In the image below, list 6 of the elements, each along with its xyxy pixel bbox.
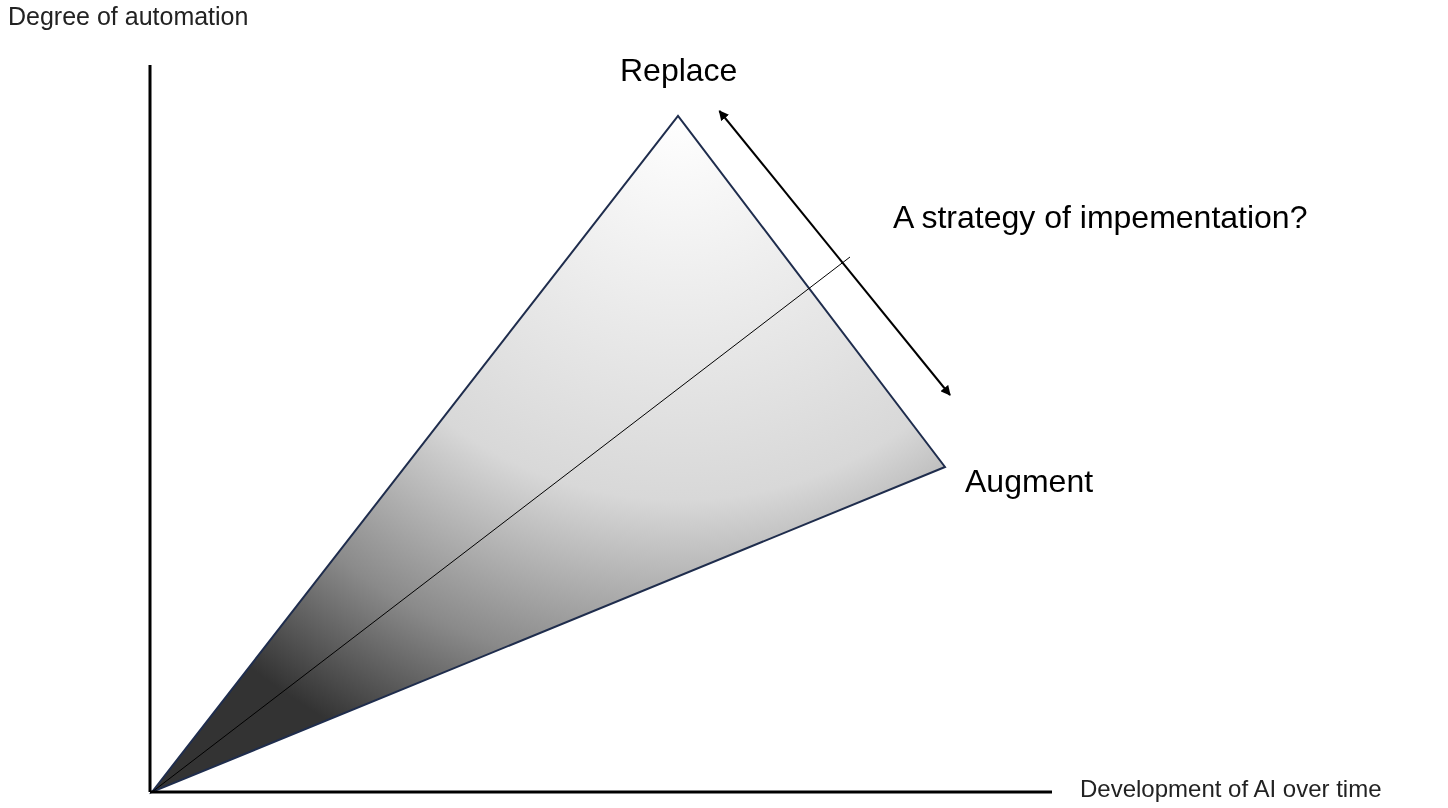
annotation-text: A strategy of impementation? xyxy=(893,199,1308,236)
endpoint-label: Replace xyxy=(620,52,738,111)
endpoint-label: Augment xyxy=(945,395,1094,500)
axis-title: Development of AI over time xyxy=(1080,775,1382,803)
double-arrow xyxy=(718,110,951,396)
axis-title: Degree of automation xyxy=(8,2,249,31)
